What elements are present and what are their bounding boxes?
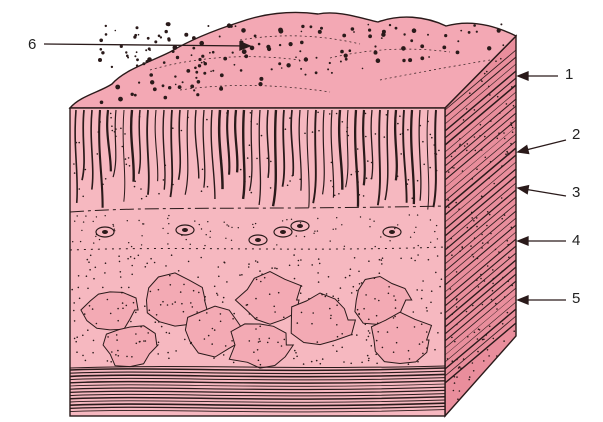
arrow-3: [518, 186, 566, 196]
label-6: 6: [28, 36, 36, 53]
label-1: 1: [565, 66, 573, 83]
label-2: 2: [572, 126, 580, 143]
label-4: 4: [572, 232, 580, 249]
label-5: 5: [572, 290, 580, 307]
arrow-4: [518, 237, 566, 245]
label-3: 3: [572, 184, 580, 201]
arrow-2: [518, 140, 566, 153]
arrow-1: [518, 72, 558, 80]
arrow-5: [518, 296, 566, 304]
